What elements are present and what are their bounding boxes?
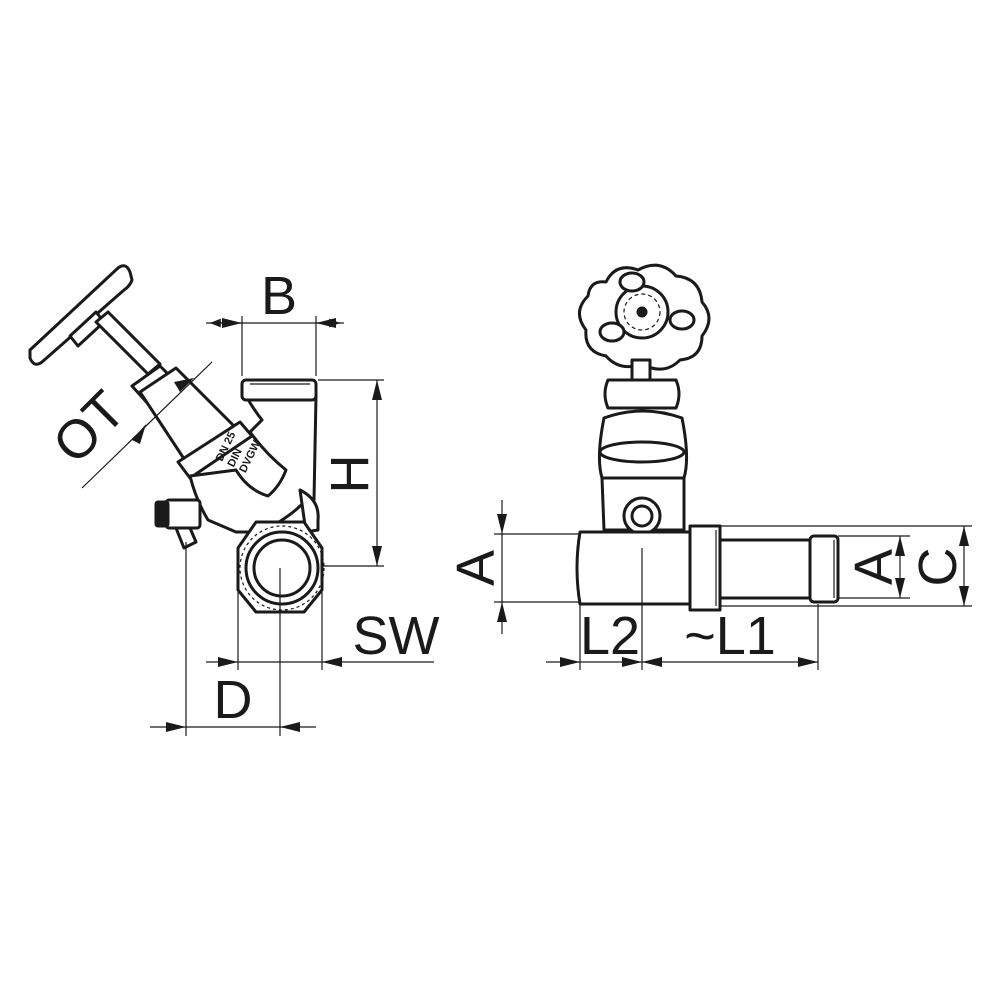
dimension-h: H bbox=[318, 379, 384, 567]
label-sw: SW bbox=[353, 606, 440, 666]
dimension-b: B bbox=[206, 266, 344, 376]
label-d: D bbox=[214, 670, 253, 730]
label-a-right: A bbox=[844, 549, 904, 585]
handwheel-front bbox=[578, 263, 711, 371]
valve-body-front bbox=[575, 524, 840, 612]
label-ot: OT bbox=[42, 380, 137, 475]
dimension-l2: L2 bbox=[546, 548, 643, 670]
hex-nut-side bbox=[236, 520, 325, 614]
dimension-a-left: A bbox=[446, 500, 580, 634]
valve-bonnet-front bbox=[597, 378, 689, 550]
label-a-left: A bbox=[446, 550, 506, 586]
label-l2: L2 bbox=[580, 606, 640, 666]
front-view: A L2 ~L1 A bbox=[446, 263, 972, 670]
valve-stem-side bbox=[94, 310, 162, 376]
side-view: DN 25 DIN DVGW B bbox=[28, 264, 440, 736]
dimension-d: D bbox=[150, 542, 316, 736]
dimension-c: C bbox=[720, 525, 972, 607]
drain-plug-side bbox=[154, 498, 202, 550]
handwheel-side bbox=[28, 264, 134, 366]
label-h: H bbox=[320, 455, 380, 494]
label-b: B bbox=[261, 266, 297, 326]
label-c: C bbox=[908, 548, 968, 587]
dimension-l1: ~L1 bbox=[642, 604, 819, 670]
label-l1: ~L1 bbox=[684, 606, 776, 666]
dimension-sw: SW bbox=[206, 592, 440, 670]
dimension-a-right: A bbox=[838, 535, 910, 599]
